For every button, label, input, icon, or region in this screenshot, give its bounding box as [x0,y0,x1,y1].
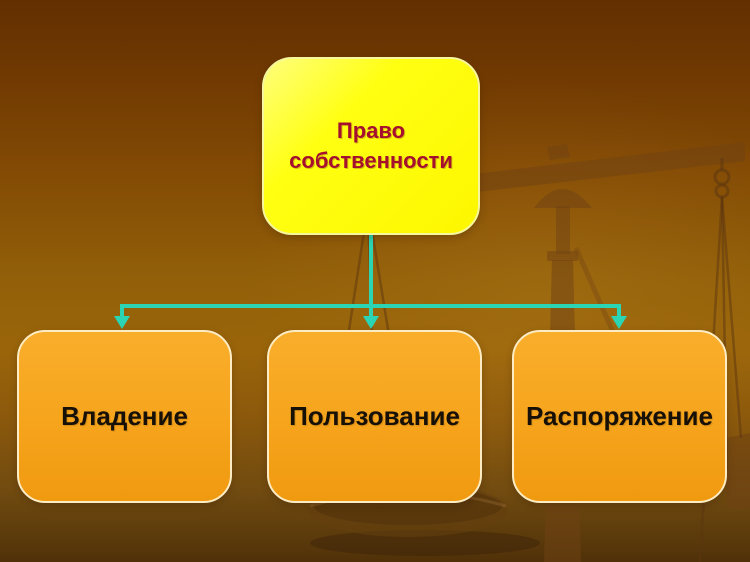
arrow-down-icon [114,316,130,329]
node-property-right-label: Право собственности [289,118,453,173]
node-possession: Владение [17,330,232,503]
node-property-right: Право собственности [262,57,480,235]
arrow-down-icon [611,316,627,329]
node-disposal: Распоряжение [512,330,727,503]
node-use-label: Пользование [289,401,460,431]
arrow-down-icon [363,316,379,329]
node-disposal-label: Распоряжение [526,401,713,431]
node-possession-label: Владение [61,401,188,431]
node-use: Пользование [267,330,482,503]
